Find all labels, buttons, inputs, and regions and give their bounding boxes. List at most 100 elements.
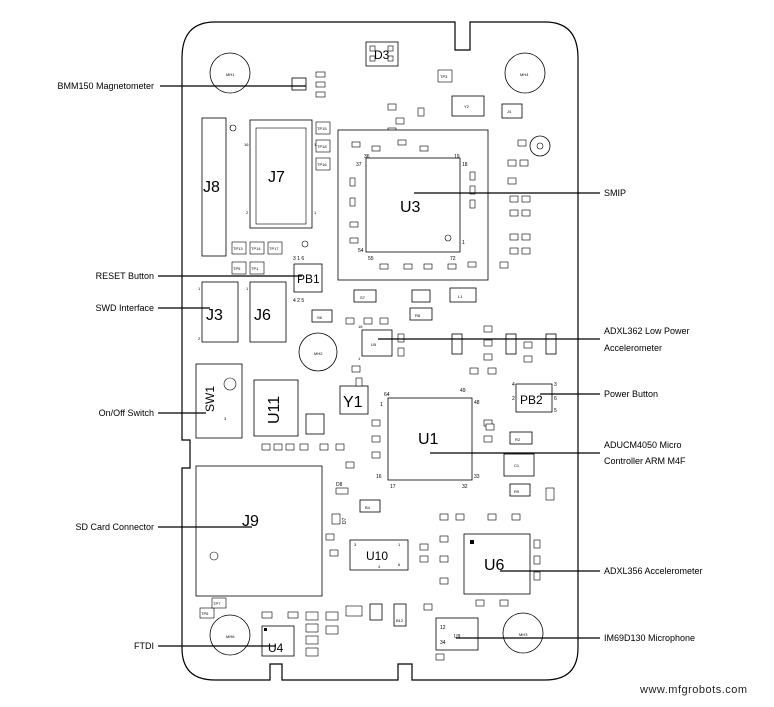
svg-text:S6: S6: [317, 315, 323, 320]
svg-text:TP3: TP3: [440, 74, 448, 79]
svg-text:55: 55: [368, 256, 374, 262]
svg-text:1: 1: [462, 240, 465, 246]
parts-d8-d7-b4: D8 D7 B4: [325, 482, 381, 541]
label-ftdi: FTDI: [134, 641, 154, 651]
svg-text:PB2: PB2: [520, 393, 543, 407]
svg-text:B12: B12: [396, 618, 404, 623]
parts-d12-d13: [451, 325, 557, 375]
svg-text:16: 16: [358, 324, 363, 329]
svg-text:6: 6: [554, 396, 557, 402]
label-swd-interface: SWD Interface: [95, 303, 154, 313]
connector-j7: J7 16 2 15 1: [244, 119, 319, 229]
svg-text:1: 1: [380, 402, 383, 408]
svg-text:18: 18: [462, 162, 468, 168]
svg-text:TP17: TP17: [269, 246, 279, 251]
svg-text:1: 1: [246, 286, 249, 291]
connector-j9-sdcard: J9: [195, 465, 323, 597]
svg-text:34: 34: [440, 640, 446, 646]
svg-text:17: 17: [390, 484, 396, 490]
svg-text:C1: C1: [514, 463, 520, 468]
label-bmm150: BMM150 Magnetometer: [57, 81, 154, 91]
svg-text:U3: U3: [400, 199, 421, 216]
svg-text:12: 12: [440, 625, 446, 631]
svg-text:TP15: TP15: [317, 126, 327, 131]
mounting-hole-mh3: MH3: [502, 612, 544, 654]
svg-text:U10: U10: [366, 549, 388, 563]
svg-text:U6: U6: [484, 557, 505, 574]
label-aducm4050-line1: ADUCM4050 Micro: [604, 440, 682, 450]
svg-text:U5: U5: [371, 342, 377, 347]
component-d3: D3: [365, 41, 399, 67]
testpoint-tp3: TP3: [437, 69, 453, 83]
crystal-y1: Y1: [339, 385, 369, 415]
label-aducm4050-line2: Controller ARM M4F: [604, 456, 686, 466]
label-smip: SMIP: [604, 188, 627, 198]
button-pb1: 3 1 6 PB1 4 2 5: [293, 256, 323, 304]
svg-text:3: 3: [354, 542, 357, 547]
svg-text:1: 1: [314, 210, 317, 215]
label-adxl362-line1: ADXL362 Low Power: [604, 326, 690, 336]
svg-text:3: 3: [554, 382, 557, 388]
switch-sw1: SW1 3: [195, 363, 243, 439]
svg-text:MH6: MH6: [226, 634, 235, 639]
svg-text:4: 4: [378, 564, 381, 569]
svg-text:U9: U9: [454, 634, 461, 640]
svg-text:2: 2: [198, 336, 201, 341]
svg-text:TP14: TP14: [251, 246, 261, 251]
connector-j6: J6 1: [246, 281, 287, 343]
svg-text:1: 1: [358, 356, 361, 361]
svg-text:R9: R9: [514, 489, 520, 494]
svg-text:J6: J6: [254, 307, 271, 324]
testpoint-stack-right-j7: TP15 TP18 TP16: [315, 121, 331, 171]
small-pads-mid-left: [273, 377, 363, 469]
module-u3-smip: U3 36 37 19 18 54 55 72 1: [337, 129, 489, 281]
chip-u4-ftdi: U4: [261, 625, 295, 657]
svg-text:72: 72: [450, 256, 456, 262]
svg-text:U11: U11: [266, 396, 283, 424]
svg-text:J7: J7: [268, 169, 285, 186]
svg-text:19: 19: [454, 154, 460, 160]
leader-lines: [158, 85, 600, 647]
chip-u6-adxl356: U6: [463, 533, 541, 607]
svg-text:D3: D3: [374, 48, 390, 62]
svg-text:4 2 5: 4 2 5: [293, 298, 304, 304]
chip-u5-adxl362: U5 16 1: [345, 317, 405, 373]
svg-text:6: 6: [398, 562, 401, 567]
label-reset-button: RESET Button: [95, 271, 154, 281]
svg-text:37: 37: [356, 162, 362, 168]
svg-text:D8: D8: [336, 482, 343, 488]
component-j4: J4: [501, 103, 523, 119]
svg-text:S7: S7: [360, 295, 366, 300]
svg-text:Y1: Y1: [343, 394, 363, 411]
svg-text:TP1: TP1: [251, 266, 259, 271]
parts-row-s7-r8-l1: S7 L1 R8 S6: [311, 287, 477, 323]
crystal-near-u11: [305, 413, 325, 435]
svg-text:U1: U1: [418, 431, 439, 448]
svg-text:TP13: TP13: [233, 246, 243, 251]
svg-text:U4: U4: [268, 641, 284, 655]
button-pb2: 4 3 PB2 2 6 5: [512, 382, 557, 414]
svg-text:J3: J3: [206, 307, 223, 324]
svg-text:MH1: MH1: [226, 72, 235, 77]
svg-text:R8: R8: [415, 313, 421, 318]
connector-j3: J3 1 2: [198, 281, 239, 343]
svg-text:R2: R2: [515, 437, 521, 442]
label-adxl356: ADXL356 Accelerometer: [604, 566, 703, 576]
mounting-hole-mh6: MH6: [209, 614, 251, 656]
component-bmm150: [291, 71, 326, 98]
svg-text:2: 2: [512, 396, 515, 402]
mounting-hole-mh4: MH4: [504, 52, 546, 94]
svg-text:Y2: Y2: [464, 104, 470, 109]
label-onoff-switch: On/Off Switch: [98, 408, 154, 418]
label-microphone: IM69D130 Microphone: [604, 633, 696, 643]
svg-text:TP18: TP18: [317, 144, 327, 149]
svg-text:3 1 6: 3 1 6: [293, 256, 304, 262]
svg-text:MH3: MH3: [519, 632, 528, 637]
svg-text:48: 48: [474, 400, 480, 406]
svg-text:TP9: TP9: [233, 266, 241, 271]
svg-text:16: 16: [244, 142, 249, 147]
component-y2: Y2: [451, 95, 485, 117]
mounting-hole-mh2: MH2: [298, 332, 338, 372]
small-pads-right-u3: [499, 195, 531, 269]
